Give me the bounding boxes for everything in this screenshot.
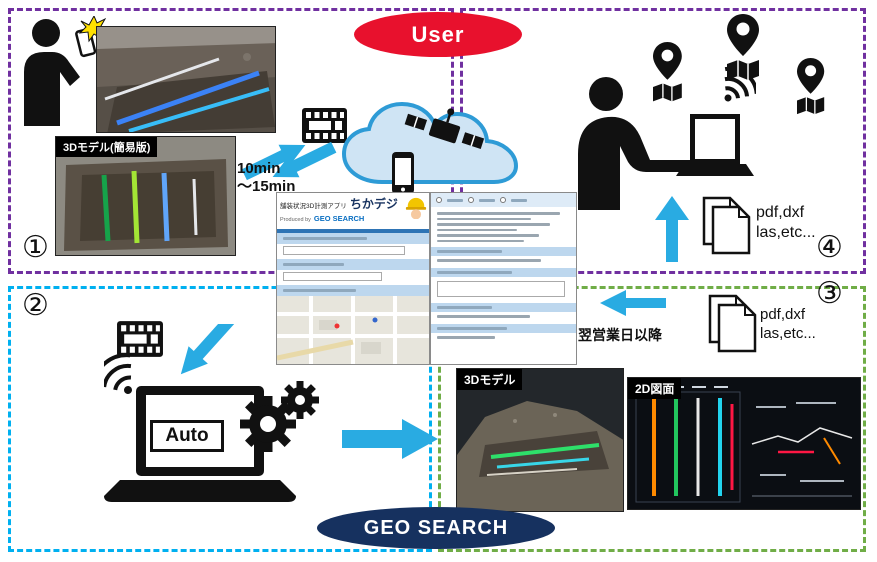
app-section-band [277, 233, 429, 244]
upload-download-arrows [241, 141, 337, 181]
app-section-band [431, 268, 576, 277]
process-down-arrow [180, 324, 235, 375]
app-produced-by: Produced by [280, 217, 311, 223]
radio-button[interactable] [436, 197, 442, 203]
app-radio-row [431, 193, 576, 207]
zone-border-bottom-right [438, 286, 866, 552]
app-subtitle: 舗装状況3D計測アプリ [280, 203, 347, 210]
drawing-2d-label: 2D図面 [628, 378, 682, 399]
drawing-2d-art [628, 378, 860, 509]
app-form-row [277, 244, 429, 259]
simple-3d-model-label: 3Dモデル(簡易版) [56, 137, 158, 157]
auto-mode-box: Auto [150, 420, 224, 452]
zone-border-bottom-left [8, 286, 432, 552]
app-input-field[interactable] [283, 272, 382, 281]
app-footer-block [431, 333, 576, 364]
app-title: ちかデジ [349, 197, 398, 211]
map-pin-icon [797, 58, 825, 115]
transfer-time-text: 10min 〜15min [237, 160, 317, 196]
file-formats-line2: las,etc... [760, 324, 816, 342]
export-file-formats: pdf,dxf las,etc... [756, 203, 816, 243]
map-pin-icon [727, 14, 759, 80]
transfer-time-line2: 〜15min [237, 178, 296, 195]
app-header: 舗装状況3D計測アプリ ちかデジ Produced by GEO SEARCH [277, 193, 429, 229]
step-1: ① [22, 231, 49, 264]
app-map-view[interactable] [277, 296, 429, 364]
step-2: ② [22, 289, 49, 322]
smartphone-icon [392, 152, 414, 194]
documents-icon [708, 294, 757, 353]
video-film-icon [117, 321, 163, 357]
map-art [277, 296, 429, 364]
wifi-signal-icon [104, 353, 132, 394]
deliver-left-arrow [600, 290, 666, 316]
user-badge-label: User [411, 21, 465, 47]
worker-icon [405, 197, 427, 219]
deliver-file-formats: pdf,dxf las,etc... [760, 306, 816, 344]
documents-icon [702, 196, 751, 255]
excavation-site-photo-art [97, 27, 275, 132]
person-smartphone-icon [24, 16, 106, 126]
step-4: ④ [816, 231, 843, 264]
auto-mode-label: Auto [165, 425, 209, 446]
satellite-icon [404, 108, 485, 149]
full-3d-model-image: 3Dモデル [456, 368, 624, 512]
export-up-arrow [655, 196, 689, 262]
app-text-row [431, 256, 576, 268]
app-section-band [277, 259, 429, 270]
video-film-icon [302, 108, 347, 143]
app-input-field[interactable] [283, 246, 405, 255]
app-list-block [431, 207, 576, 247]
app-screen-main: 舗装状況3D計測アプリ ちかデジ Produced by GEO SEARCH [276, 192, 430, 365]
drawing-2d-image: 2D図面 [627, 377, 861, 510]
full-3d-model-label: 3Dモデル [457, 369, 523, 390]
file-formats-line1: pdf,dxf [760, 306, 806, 323]
app-section-band [277, 285, 429, 296]
app-nav-strip [277, 229, 429, 233]
gears-icon [240, 381, 319, 452]
step-3: ③ [816, 277, 843, 310]
person-at-laptop-icon [578, 66, 756, 210]
geo-search-badge: GEO SEARCH [317, 507, 555, 549]
app-form-row [277, 270, 429, 285]
map-pin-icon [653, 42, 682, 102]
cloud-icon [341, 101, 519, 194]
lead-time-text: 翌営業日以降 [578, 327, 662, 343]
result-right-arrow [342, 419, 438, 459]
app-field-block [431, 277, 576, 303]
excavation-site-photo [96, 26, 276, 133]
radio-button[interactable] [468, 197, 474, 203]
app-section-band [431, 303, 576, 312]
full-3d-model-art [457, 369, 623, 511]
user-badge: User [354, 12, 522, 57]
app-text-row [431, 312, 576, 324]
app-screen-form [430, 192, 577, 365]
app-section-band [431, 247, 576, 256]
app-input-field[interactable] [437, 281, 565, 297]
map-pins-icon [653, 14, 825, 115]
app-screenshots: 舗装状況3D計測アプリ ちかデジ Produced by GEO SEARCH [276, 192, 577, 365]
radio-button[interactable] [500, 197, 506, 203]
geo-search-badge-label: GEO SEARCH [363, 516, 509, 539]
simple-3d-model-photo: 3Dモデル(簡易版) [55, 136, 236, 256]
file-formats-line1: pdf,dxf [756, 204, 805, 221]
transfer-time-line1: 10min [237, 160, 281, 177]
file-formats-line2: las,etc... [756, 224, 816, 241]
app-brand-logo: GEO SEARCH [313, 214, 365, 223]
app-section-band [431, 324, 576, 333]
